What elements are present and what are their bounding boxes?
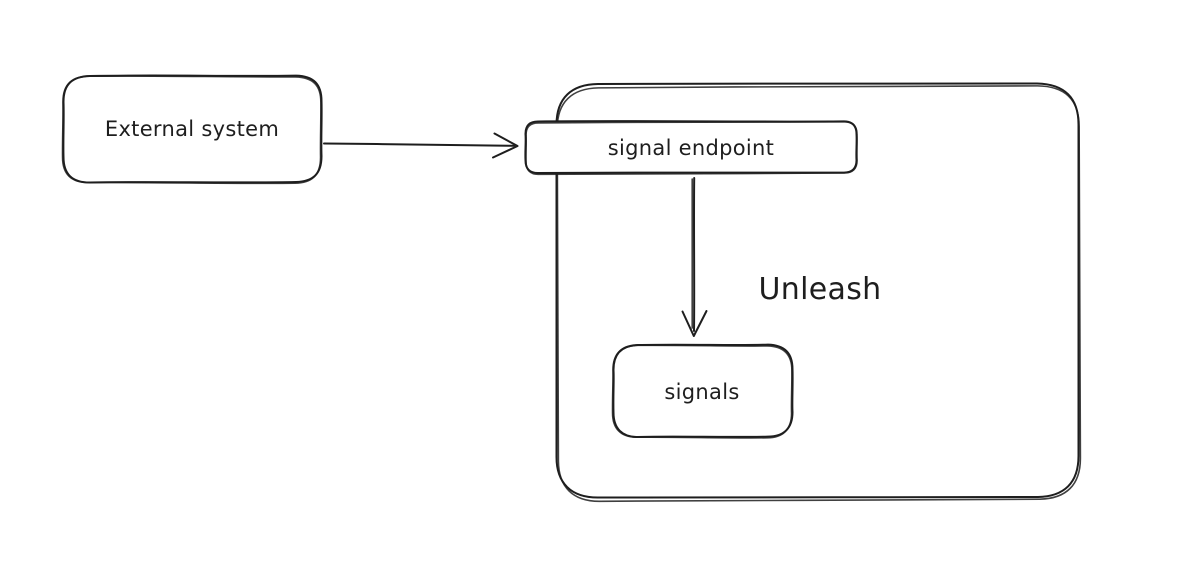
- arrow-external-to-endpoint: [323, 132, 519, 159]
- signal-endpoint-label: signal endpoint: [608, 136, 774, 160]
- external-system-outline-sketch: [61, 75, 322, 185]
- external-system-node: External system: [61, 74, 323, 185]
- arrow-external-to-endpoint-head: [492, 132, 519, 159]
- arrow-endpoint-to-signals-head: [681, 310, 708, 337]
- signal-endpoint-node: signal endpoint: [524, 120, 858, 176]
- unleash-container-outline-sketch: [556, 85, 1082, 503]
- signals-outline-sketch: [611, 344, 793, 439]
- arrow-endpoint-to-signals: [681, 177, 708, 337]
- signals-node: signals: [611, 343, 794, 439]
- arrow-external-to-endpoint-shaft: [323, 142, 515, 147]
- unleash-container-node: Unleash: [555, 82, 1082, 503]
- unleash-container-outline: [555, 82, 1080, 499]
- unleash-label: Unleash: [759, 272, 882, 307]
- signals-label: signals: [664, 380, 739, 404]
- signal-endpoint-outline-sketch: [525, 121, 858, 176]
- external-system-label: External system: [105, 117, 279, 141]
